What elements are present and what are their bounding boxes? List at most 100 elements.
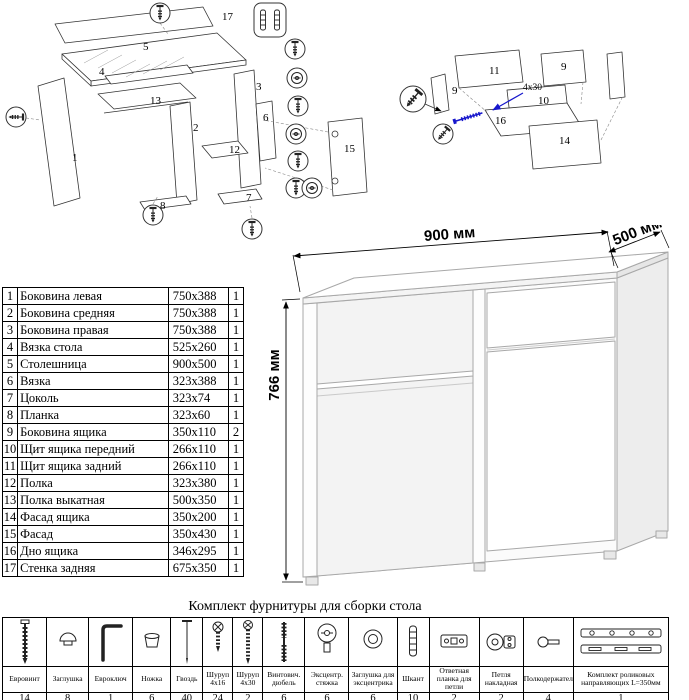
part-label-11: 11 — [489, 65, 500, 77]
desk-leg — [603, 550, 617, 560]
part-label-13: 13 — [150, 95, 162, 107]
part-label-14: 14 — [559, 135, 571, 147]
otv-planka-icon — [428, 617, 480, 667]
part-drawer-facade — [528, 119, 602, 170]
dimension-depth: 500 мм — [610, 225, 664, 249]
cam-callout — [285, 123, 307, 145]
dowel-icon — [274, 9, 280, 31]
part-num: 1 — [1, 287, 19, 305]
part-qty: 1 — [227, 287, 245, 305]
dimension-height: 766 мм — [266, 349, 283, 400]
hardware-item-name: Винтович. дюбель — [262, 666, 306, 693]
hardware-item-qty: 14 — [1, 691, 48, 700]
desk-leg — [473, 562, 486, 572]
part-name: Полка выкатная — [17, 491, 169, 509]
part-num: 5 — [1, 355, 19, 373]
shkant-icon — [396, 617, 430, 667]
desk-drawer-front — [486, 281, 616, 349]
hardware-item-name: Петля накладная — [478, 666, 524, 693]
screw-callout — [287, 95, 309, 117]
part-qty: 1 — [227, 321, 245, 339]
desk-leg — [305, 576, 319, 586]
part-name: Полка — [17, 474, 169, 492]
evroklyuch-icon — [88, 617, 134, 667]
part-size: 323x380 — [167, 474, 229, 492]
hardware-item-name: Шуруп 4x16 — [202, 666, 234, 693]
hardware-item-qty: 40 — [170, 691, 204, 700]
dowel-icon — [260, 9, 266, 31]
part-num: 10 — [1, 440, 19, 458]
desk-kneehole — [316, 289, 474, 577]
part-size: 266x110 — [167, 440, 229, 458]
part-qty: 1 — [227, 491, 245, 509]
part-label-1: 1 — [72, 152, 78, 164]
desk-render: 900 мм 500 мм 766 мм — [266, 225, 670, 586]
hardware-item-qty: 6 — [262, 691, 306, 700]
part-name: Щит ящика передний — [17, 440, 169, 458]
part-label-16: 16 — [495, 115, 507, 127]
hardware-icons-row — [1, 617, 670, 667]
part-drawer-side-left — [430, 73, 450, 115]
gvozd-icon — [170, 617, 204, 667]
part-label-6: 6 — [263, 112, 269, 124]
part-size: 750x388 — [167, 321, 229, 339]
part-num: 4 — [1, 338, 19, 356]
drawer-exploded-diagram: 11 9 9 10 16 14 4x30 — [399, 49, 626, 170]
hardware-item-name: Ножка — [132, 666, 172, 693]
part-name: Вязка стола — [17, 338, 169, 356]
part-name: Боковина средняя — [17, 304, 169, 322]
part-qty: 1 — [227, 389, 245, 407]
desk-parts — [37, 6, 368, 211]
screw-size-note: 4x30 — [523, 83, 542, 93]
part-name: Планка — [17, 406, 169, 424]
part-drawer-side-right — [540, 49, 587, 87]
hardware-item-qty: 6 — [304, 691, 350, 700]
desk-right-side — [616, 257, 669, 552]
part-qty: 1 — [227, 474, 245, 492]
cam-callout — [301, 177, 323, 199]
part-rolling-shelf — [97, 82, 197, 110]
screw-callout — [399, 85, 427, 113]
part-qty: 1 — [227, 542, 245, 560]
part-num: 3 — [1, 321, 19, 339]
part-drawer-back — [454, 49, 524, 89]
hardware-callouts — [399, 85, 454, 145]
excentrik-icon — [304, 617, 350, 667]
desk-body — [302, 251, 669, 586]
part-label-15: 15 — [344, 143, 356, 155]
hardware-item-name: Евровинт — [1, 666, 48, 693]
part-plinth — [217, 188, 263, 205]
part-name: Цоколь — [17, 389, 169, 407]
part-size: 323x74 — [167, 389, 229, 407]
desk-door-front — [486, 340, 616, 552]
part-label-4: 4 — [99, 66, 105, 78]
cam-callout — [286, 67, 308, 89]
part-qty: 1 — [227, 304, 245, 322]
hardware-callouts — [5, 2, 323, 240]
hardware-item-qty: 10 — [396, 691, 430, 700]
part-num: 17 — [1, 559, 19, 577]
part-num: 9 — [1, 423, 19, 441]
part-name: Дно ящика — [17, 542, 169, 560]
hardware-item-qty: 6 — [348, 691, 398, 700]
tabletop-hatching — [83, 49, 185, 78]
part-qty: 1 — [227, 338, 245, 356]
part-qty: 1 — [227, 440, 245, 458]
part-num: 8 — [1, 406, 19, 424]
part-vyazka — [255, 100, 277, 162]
part-name: Фасад — [17, 525, 169, 543]
hardware-item-name: Евроключ — [88, 666, 134, 693]
nozhka-icon — [132, 617, 172, 667]
hardware-item-name: Эксцентр. стяжка — [304, 666, 350, 693]
hardware-item-name: Шуруп 4x30 — [232, 666, 264, 693]
part-num: 2 — [1, 304, 19, 322]
